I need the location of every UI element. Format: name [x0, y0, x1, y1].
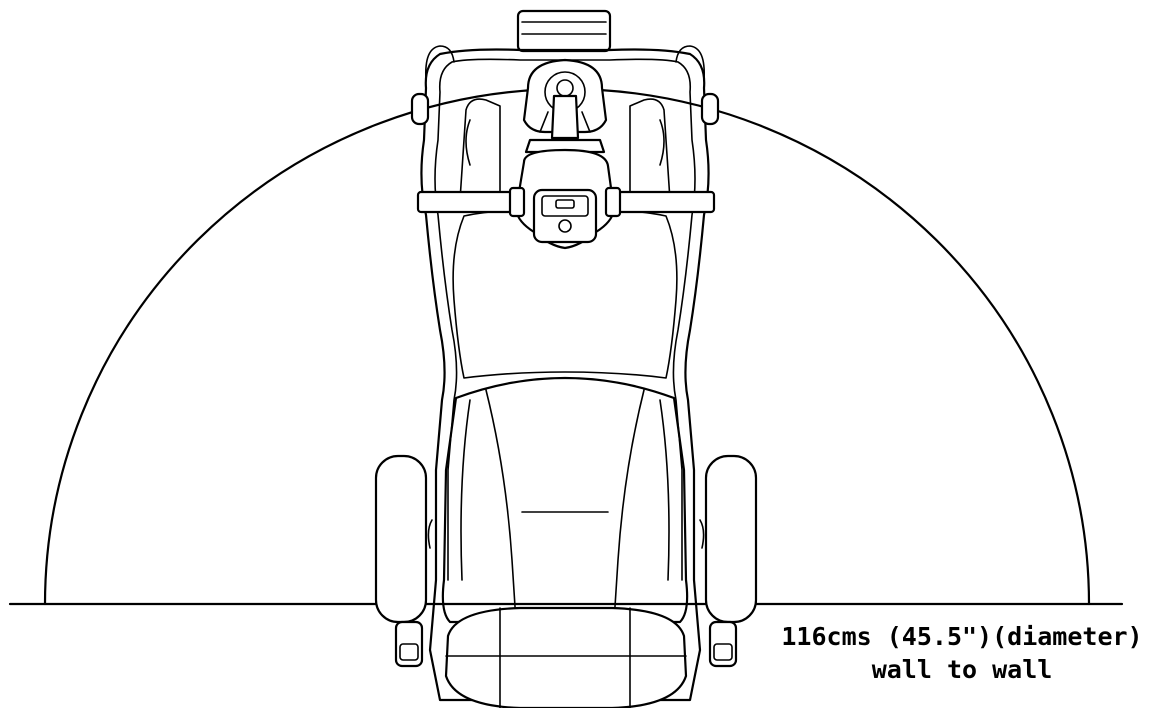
front-wheel-left [410, 92, 430, 126]
handlebar [416, 186, 716, 218]
seat-right-seam [613, 389, 645, 623]
armrest-left [374, 454, 428, 668]
seat [441, 376, 689, 624]
armrest-right [704, 454, 758, 668]
diameter-label: 116cms (45.5")(diameter) [781, 622, 1143, 651]
scooter-body-inner-line [434, 58, 696, 581]
mobility-scooter-top-view [374, 9, 758, 708]
seat-left-seam [485, 389, 517, 623]
wall-to-wall-label: wall to wall [871, 655, 1053, 684]
floorboard [459, 98, 671, 201]
backrest [444, 606, 688, 708]
front-basket [516, 9, 612, 53]
front-wheel-right [700, 92, 720, 126]
control-console [532, 188, 598, 244]
